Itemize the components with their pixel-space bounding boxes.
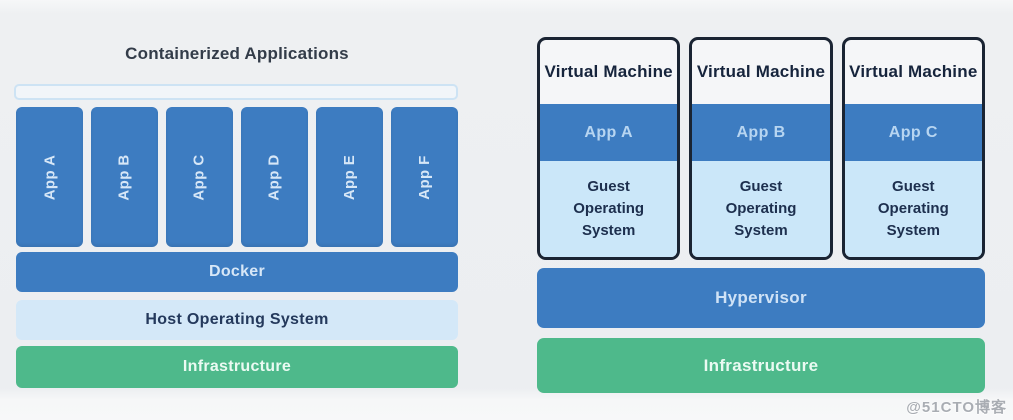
container-app-bar: App F bbox=[391, 107, 458, 247]
vm-title: Virtual Machine bbox=[544, 62, 673, 81]
container-app-label: App F bbox=[416, 154, 433, 200]
vm-guest-os: Guest Operating System bbox=[540, 161, 678, 257]
container-app-bar: App D bbox=[241, 107, 308, 247]
vm-box: Virtual Machine App B Guest Operating Sy… bbox=[689, 37, 833, 260]
vm-guest-os-label: Guest Operating System bbox=[573, 178, 645, 239]
vm-title: Virtual Machine bbox=[696, 62, 826, 81]
container-app-label: App E bbox=[341, 154, 358, 200]
vm-box: Virtual Machine App C Guest Operating Sy… bbox=[841, 37, 985, 260]
vm-app-label: App A bbox=[540, 104, 678, 161]
host-os-layer: Host Operating System bbox=[16, 300, 458, 340]
container-app-label: App A bbox=[40, 154, 58, 200]
container-app-label: App C bbox=[190, 153, 208, 201]
docker-layer: Docker bbox=[16, 252, 458, 292]
hypervisor-layer: Hypervisor bbox=[537, 268, 985, 328]
site-watermark: @51CTO博客 bbox=[906, 399, 1007, 416]
container-app-bar: App B bbox=[91, 107, 158, 247]
left-panel-title: Containerized Applications bbox=[125, 44, 349, 63]
vm-guest-os: Guest Operating System bbox=[844, 161, 982, 257]
vm-guest-os: Guest Operating System bbox=[692, 161, 830, 257]
container-app-bar: App C bbox=[166, 107, 233, 247]
container-app-label: App B bbox=[115, 153, 133, 201]
container-app-bar: App E bbox=[316, 107, 383, 247]
container-app-label: App D bbox=[265, 153, 283, 201]
container-apps-row: App A App B App C App D App E App F bbox=[16, 107, 458, 247]
vm-row: Virtual Machine App A Guest Operating Sy… bbox=[537, 37, 985, 260]
vm-title: Virtual Machine bbox=[849, 62, 978, 81]
vm-app-label: App C bbox=[844, 104, 982, 161]
container-runtime-strip bbox=[14, 84, 458, 100]
vm-guest-os-label: Guest Operating System bbox=[877, 178, 949, 239]
vm-app-label: App B bbox=[692, 104, 830, 161]
container-app-bar: App A bbox=[16, 107, 83, 247]
vm-guest-os-label: Guest Operating System bbox=[725, 178, 797, 239]
infrastructure-layer-right: Infrastructure bbox=[537, 338, 985, 393]
vm-box: Virtual Machine App A Guest Operating Sy… bbox=[537, 37, 681, 260]
infrastructure-layer-left: Infrastructure bbox=[16, 346, 458, 388]
